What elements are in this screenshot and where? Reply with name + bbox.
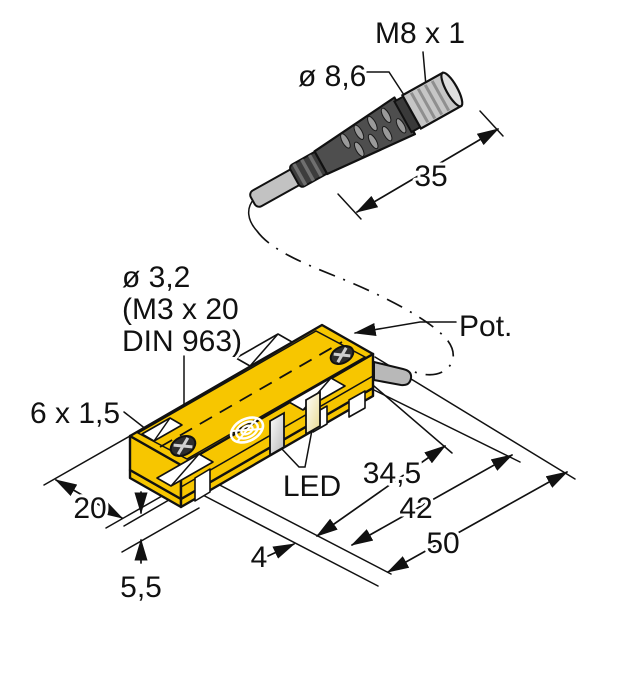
label-screw-line3: DIN 963) — [122, 325, 242, 358]
ext-tick-35-high — [479, 110, 504, 137]
grip-slots — [340, 107, 407, 157]
ext-line-height-bottom — [121, 507, 200, 553]
screw-head — [329, 345, 355, 365]
dim-arrow-4 — [267, 543, 296, 559]
label-dim-50: 50 — [426, 527, 459, 560]
label-screw-line2: (M3 x 20 — [122, 293, 239, 326]
bottom-notch — [194, 468, 211, 502]
ext-line-42 — [373, 389, 521, 463]
baseline-lower — [196, 491, 379, 587]
baseline-upper — [209, 479, 392, 575]
slot-edge — [153, 417, 171, 442]
dimension-lines — [54, 128, 569, 573]
ext-tick-35-low — [337, 193, 362, 220]
label-dim-20: 20 — [73, 492, 106, 525]
cable-dashed-route — [256, 230, 455, 376]
slot-edge — [170, 453, 200, 487]
led-window — [305, 390, 321, 436]
leader-led — [280, 429, 313, 468]
dim-line-50 — [386, 471, 569, 573]
label-dim-5-5: 5,5 — [120, 571, 162, 604]
slot-edge — [249, 333, 279, 367]
label-dim-34-5: 34,5 — [363, 457, 421, 490]
label-pot: Pot. — [459, 310, 512, 343]
label-dim-42: 42 — [399, 492, 432, 525]
label-screw-line1: ø 3,2 — [122, 261, 190, 294]
label-cable-diameter: ø 8,6 — [298, 60, 366, 93]
leader-pot — [353, 321, 457, 337]
top-face-centerline — [159, 341, 343, 448]
cable-exit-tab — [373, 360, 413, 387]
relief-ridge — [292, 163, 308, 186]
label-led: LED — [283, 470, 341, 503]
dim-line-20 — [54, 479, 124, 519]
label-connector-length: 35 — [414, 160, 447, 193]
bottom-notch — [348, 390, 366, 418]
capacitive-symbol-icon — [229, 416, 265, 444]
label-dim-4: 4 — [251, 541, 268, 574]
connector — [249, 71, 464, 208]
led-window — [269, 411, 285, 457]
leader-diameter-8-6 — [366, 71, 405, 96]
relief-ridge — [308, 154, 323, 178]
connector-thread-face — [440, 71, 464, 108]
label-slot: 6 x 1,5 — [30, 397, 120, 430]
leader-m8 — [422, 51, 427, 87]
labels: M8 x 1 ø 8,6 35 ø 3,2 (M3 x 20 DIN 963) … — [27, 14, 515, 607]
sensor-body — [128, 323, 413, 509]
dim-line-35 — [355, 128, 500, 213]
label-thread: M8 x 1 — [375, 17, 465, 50]
screw-head — [169, 435, 197, 457]
ext-line-width-back — [43, 435, 131, 486]
relief-ridge — [300, 158, 315, 182]
